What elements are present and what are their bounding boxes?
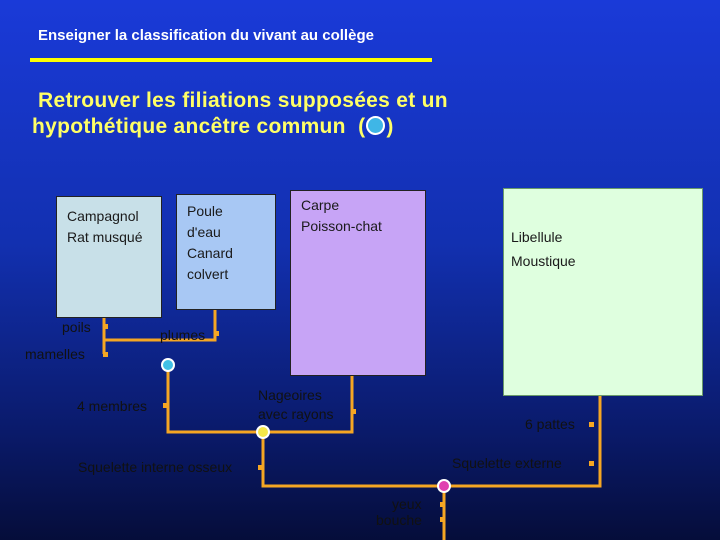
species-carpe: Carpe [301,197,340,213]
trait-4-membres: 4 membres [77,398,148,414]
trait-mamelles: mamelles [25,346,85,362]
species-canard-1: Canard [187,245,233,261]
trait-plumes: plumes [160,327,206,343]
tick-4-membres [163,403,168,408]
tick-plumes [214,331,219,336]
tick-yeux [440,502,445,507]
node-cyan [161,358,175,372]
trait-nageoires-2: avec rayons [258,406,334,422]
species-moustique: Moustique [511,253,576,269]
species-poule-2: d'eau [187,224,221,240]
trait-squelette-externe: Squelette externe [452,455,562,471]
species-canard-2: colvert [187,266,229,282]
tick-squelette-interne [258,465,263,470]
group-box-fish: Carpe Poisson-chat [290,190,426,376]
group-box-birds: Poule d'eau Canard colvert [176,194,276,310]
slide-title: Enseigner la classification du vivant au… [38,27,374,44]
species-rat-musque: Rat musqué [67,229,143,245]
trait-poils: poils [62,319,91,335]
trait-bouche: bouche [376,512,422,528]
species-poisson-chat: Poisson-chat [301,218,382,234]
tick-mamelles [103,352,108,357]
subtitle-line-2: hypothétique ancêtre commun () [32,115,394,138]
node-yellow [256,425,270,439]
subtitle-line-1: Retrouver les filiations supposées et un [38,89,448,112]
subtitle-line-2-text: hypothétique ancêtre commun [32,115,346,138]
trait-squelette-interne: Squelette interne osseux [78,459,233,475]
species-libellule: Libellule [511,229,563,245]
branch-4-membres [166,365,263,434]
paren-open: ( [358,115,366,138]
tick-6-pattes [589,422,594,427]
group-box-mammals: Campagnol Rat musqué [56,196,162,318]
subtitle: Retrouver les filiations supposées et un… [32,88,448,140]
species-poule-1: Poule [187,203,223,219]
paren-close: ) [386,115,394,138]
group-box-insects: Libellule Moustique [503,188,703,396]
tick-bouche [440,517,445,522]
species-campagnol: Campagnol [67,208,139,224]
branch-poils [102,318,168,342]
trait-yeux: yeux [392,496,422,512]
trait-nageoires-1: Nageoires [258,387,322,403]
branch-squelette-interne [261,432,444,488]
ancestor-node-icon [366,116,386,135]
tick-squelette-externe [589,461,594,466]
tick-poils [103,324,108,329]
tick-nageoires [351,409,356,414]
node-magenta [437,479,451,493]
branch-nageoires [263,376,354,434]
title-underline [30,58,432,62]
branch-6-pattes [444,396,602,488]
trait-6-pattes: 6 pattes [525,416,575,432]
branch-plumes [168,310,217,342]
